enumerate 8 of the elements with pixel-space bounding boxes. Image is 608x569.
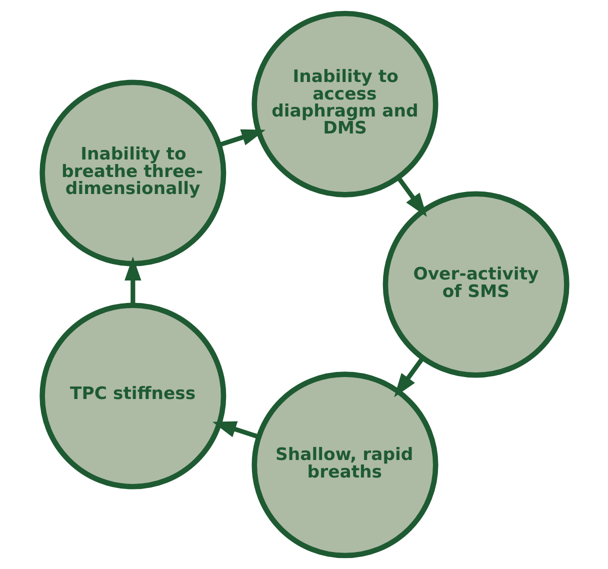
arrow bbox=[124, 256, 141, 306]
node-circle: Inability to access diaphragm and DMS bbox=[251, 10, 438, 198]
arrow bbox=[396, 176, 426, 217]
arrow bbox=[212, 421, 259, 440]
arrow bbox=[218, 129, 265, 148]
node-circle: Inability to breathe three-dimensionally bbox=[39, 80, 226, 266]
arrow bbox=[394, 356, 424, 398]
node-circle: TPC stiffness bbox=[39, 302, 226, 490]
